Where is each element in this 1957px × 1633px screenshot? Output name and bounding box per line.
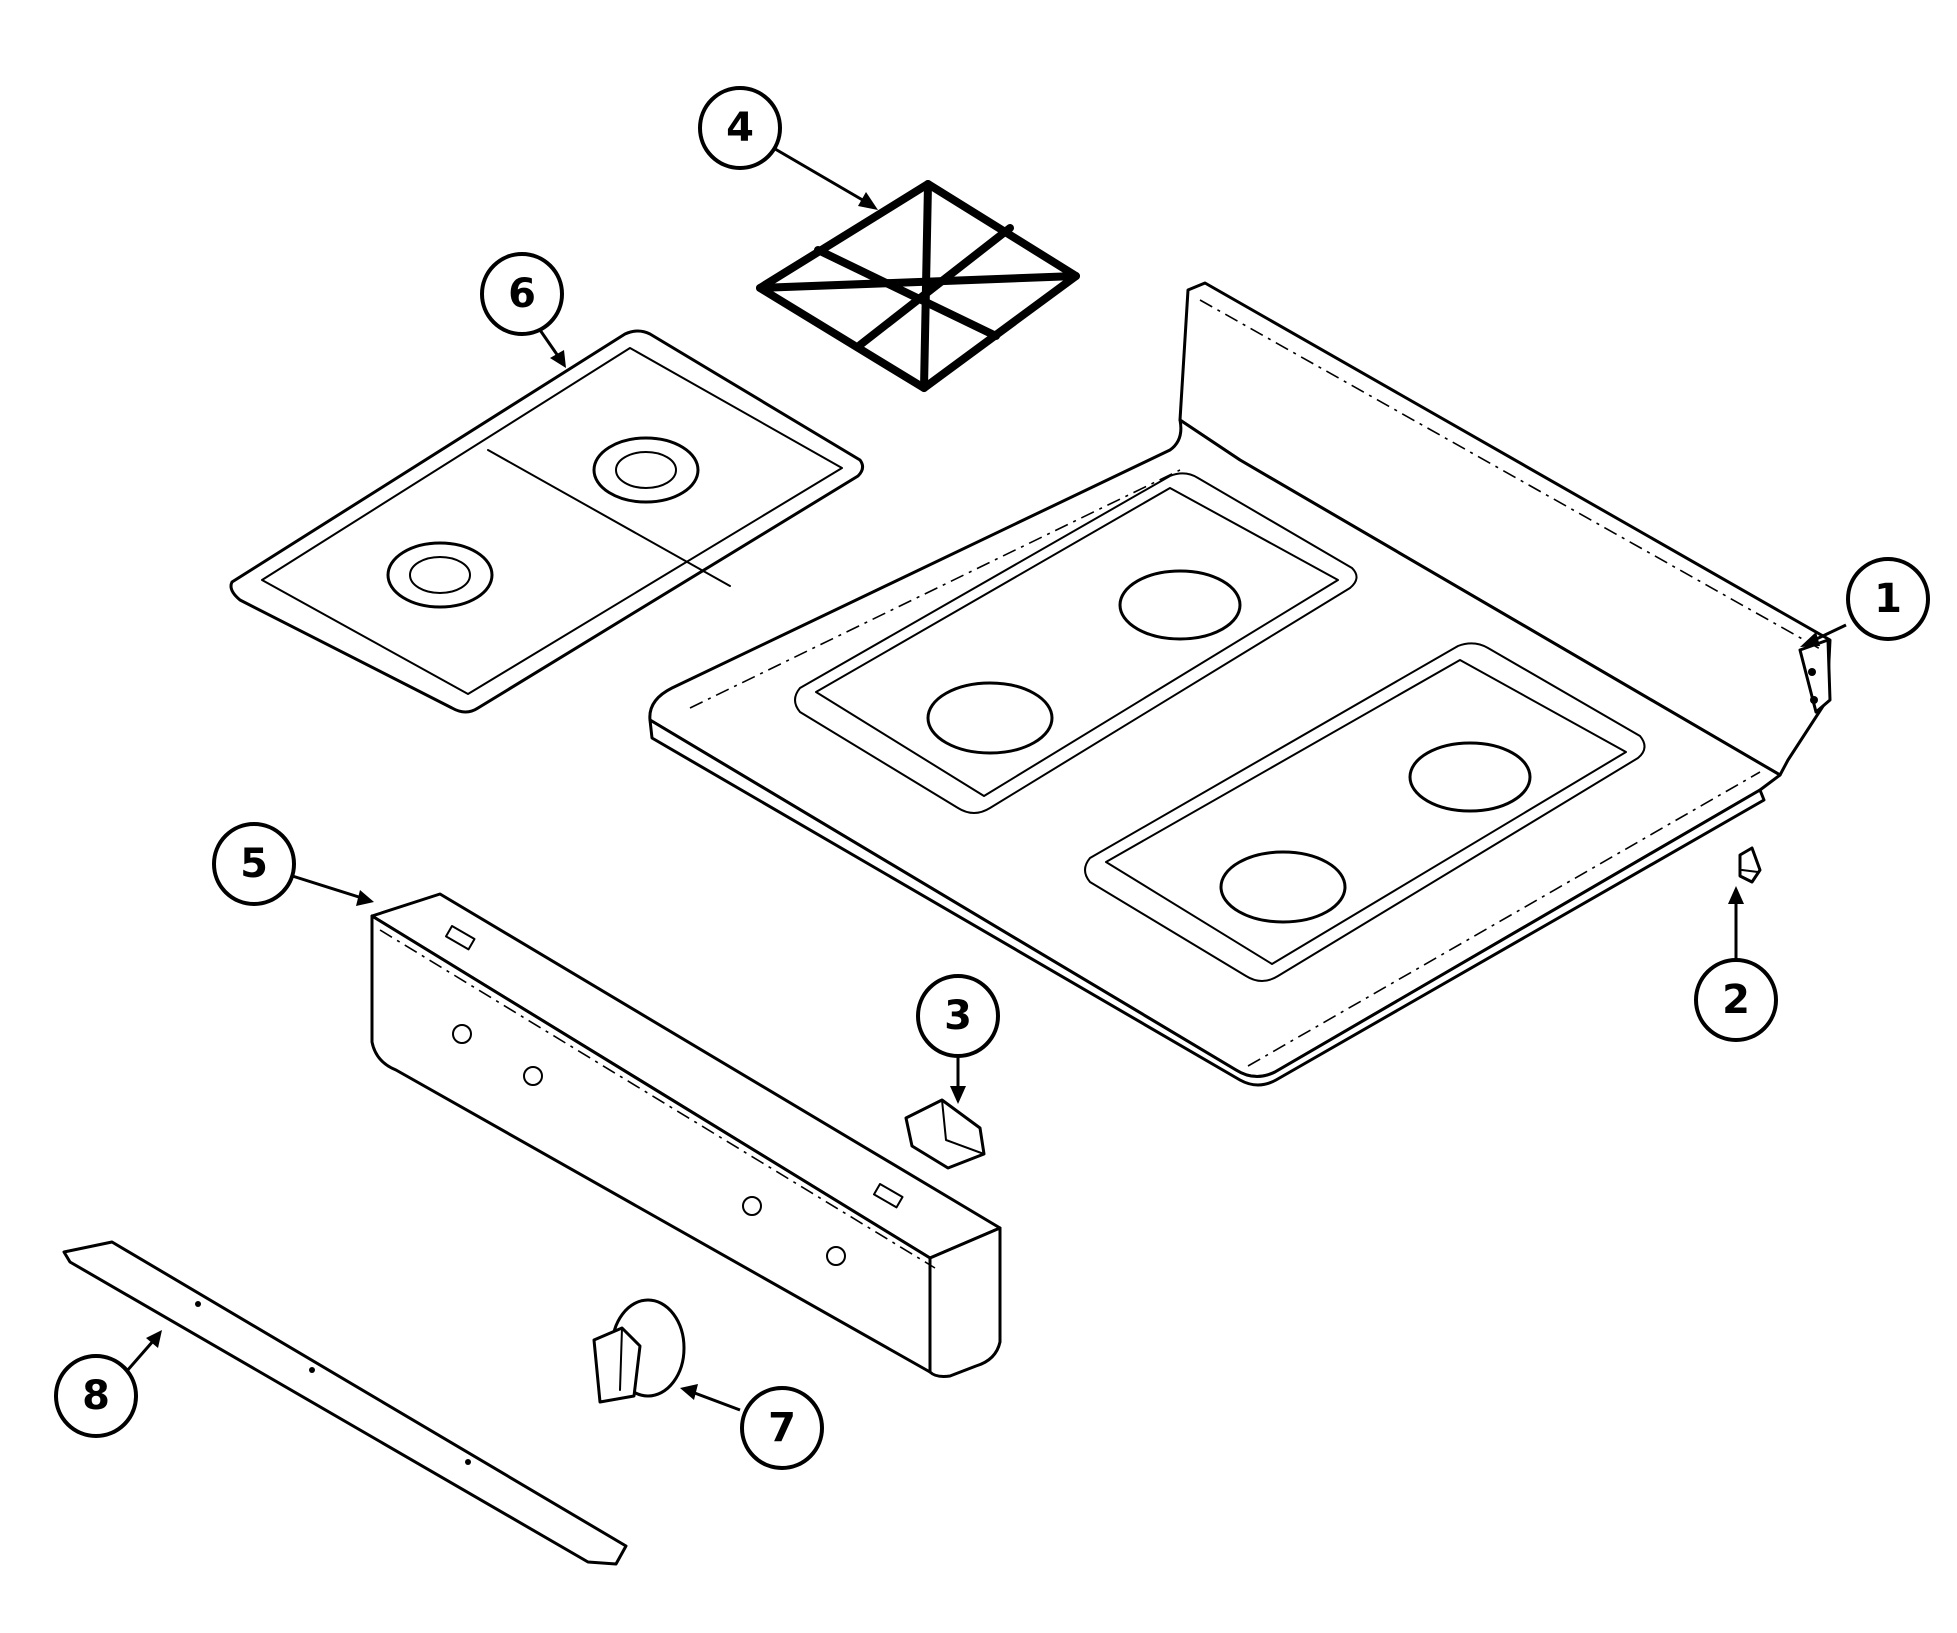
- callout-8-label: 8: [82, 1373, 110, 1419]
- callout-4-label: 4: [726, 105, 754, 151]
- callout-2: 2: [1694, 958, 1778, 1042]
- trim-strip: [62, 1240, 628, 1566]
- callout-5: 5: [212, 822, 296, 906]
- burner-grate: [756, 180, 1080, 392]
- callout-7: 7: [740, 1386, 824, 1470]
- callout-6: 6: [480, 252, 564, 336]
- callout-7-label: 7: [768, 1405, 796, 1451]
- callout-6-label: 6: [508, 271, 536, 317]
- callout-1-label: 1: [1874, 576, 1902, 622]
- callout-3-label: 3: [944, 993, 972, 1039]
- cooktop-main: [648, 281, 1832, 1087]
- burner-tray: [229, 329, 865, 714]
- callout-5-label: 5: [240, 841, 268, 887]
- callout-1: 1: [1846, 557, 1930, 641]
- callout-4: 4: [698, 86, 782, 170]
- control-knob: [592, 1298, 686, 1404]
- switch-part: [904, 1098, 986, 1170]
- clip-part: [1738, 846, 1762, 884]
- control-panel: [370, 892, 1002, 1378]
- callout-2-label: 2: [1722, 977, 1750, 1023]
- callout-3: 3: [916, 974, 1000, 1058]
- callout-8: 8: [54, 1354, 138, 1438]
- leader-lines: [124, 144, 1847, 1412]
